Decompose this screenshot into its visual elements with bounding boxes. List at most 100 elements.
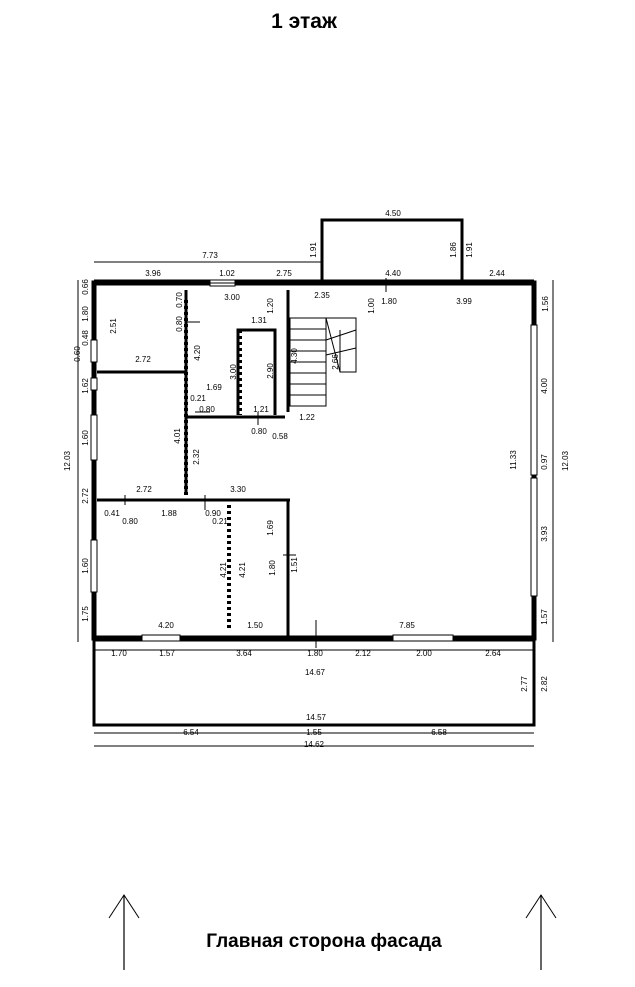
dimension-label: 2.44 — [489, 269, 505, 278]
dimension-label: 4.21 — [219, 562, 228, 578]
dimension-label: 2.35 — [314, 291, 330, 300]
dimension-label: 0.80 — [251, 427, 267, 436]
window — [530, 324, 538, 476]
dimension-label: 6.58 — [431, 728, 447, 737]
dimension-label: 2.00 — [416, 649, 432, 658]
dimension-label: 1.80 — [381, 297, 397, 306]
dimension-label: 1.57 — [540, 609, 549, 625]
dimension-label: 3.00 — [224, 293, 240, 302]
dimension-label: 0.66 — [81, 279, 90, 295]
dimension-label: 0.48 — [81, 330, 90, 346]
dimension-label: 12.03 — [561, 450, 570, 471]
dimension-label: 7.85 — [399, 621, 415, 630]
dimension-label: 2.72 — [135, 355, 151, 364]
dimension-label: 0.80 — [199, 405, 215, 414]
direction-arrows — [108, 894, 557, 970]
dimension-label: 1.00 — [367, 298, 376, 314]
dimension-label: 1.55 — [306, 728, 322, 737]
dimension-label: 0.21 — [190, 394, 206, 403]
dimension-label: 1.31 — [251, 316, 267, 325]
dimension-label: 1.51 — [290, 557, 299, 573]
dimension-label: 2.51 — [109, 318, 118, 334]
dimension-label: 0.80 — [122, 517, 138, 526]
dimension-label: 1.70 — [111, 649, 127, 658]
window — [392, 634, 454, 642]
window — [90, 377, 98, 391]
dimension-label: 14.67 — [305, 668, 326, 677]
dimension-label: 1.57 — [159, 649, 175, 658]
dimension-label: 14.62 — [304, 740, 325, 749]
dimension-label: 1.60 — [81, 558, 90, 574]
dimension-label: 2.82 — [540, 676, 549, 692]
dimension-label: 7.73 — [202, 251, 218, 260]
dimension-label: 0.70 — [175, 292, 184, 308]
dimension-label: 4.50 — [385, 209, 401, 218]
outer-walls — [91, 280, 537, 641]
dimension-label: 2.72 — [81, 488, 90, 504]
dimension-label: 0.58 — [272, 432, 288, 441]
dimension-label: 3.93 — [540, 526, 549, 542]
dimension-label: 1.56 — [541, 296, 550, 312]
dimension-label: 2.72 — [136, 485, 152, 494]
dimension-label: 4.00 — [540, 378, 549, 394]
dimension-label: 4.30 — [290, 348, 299, 364]
dimension-label: 2.12 — [355, 649, 371, 658]
dimension-label: 0.97 — [540, 454, 549, 470]
dimension-label: 2.77 — [520, 676, 529, 692]
dimension-label: 0.21 — [212, 517, 228, 526]
dimension-label: 2.64 — [485, 649, 501, 658]
dimension-label: 3.99 — [456, 297, 472, 306]
dimension-label: 1.60 — [81, 430, 90, 446]
dimension-labels: 7.73 4.50 1.91 1.86 1.91 3.96 1.02 2.75 … — [63, 209, 570, 749]
staircase — [289, 317, 357, 407]
dimension-label: 1.20 — [266, 298, 275, 314]
windows — [90, 279, 538, 642]
dimension-label: 0.90 — [205, 509, 221, 518]
dimension-label: 1.80 — [307, 649, 323, 658]
window — [141, 634, 181, 642]
footer-caption: Главная сторона фасада — [206, 931, 442, 952]
dimension-label: 2.90 — [266, 363, 275, 379]
dimension-label: 1.86 — [449, 242, 458, 258]
dimension-label: 3.00 — [229, 364, 238, 380]
dimension-label: 4.20 — [193, 345, 202, 361]
dimension-label: 1.02 — [219, 269, 235, 278]
dimension-label: 6.54 — [183, 728, 199, 737]
porch-top — [320, 218, 464, 283]
dimension-label: 0.60 — [73, 346, 82, 362]
dimension-label: 1.50 — [247, 621, 263, 630]
dimension-label: 4.40 — [385, 269, 401, 278]
dimension-label: 1.80 — [81, 306, 90, 322]
dimension-label: 1.80 — [268, 560, 277, 576]
dimension-label: 11.33 — [509, 450, 518, 470]
window — [90, 414, 98, 461]
dimension-label: 1.91 — [465, 242, 474, 258]
dimension-label: 3.30 — [230, 485, 246, 494]
dimension-label: 12.03 — [63, 450, 72, 471]
window — [90, 539, 98, 593]
dimension-label: 3.96 — [145, 269, 161, 278]
dimension-label: 1.91 — [309, 242, 318, 258]
dimension-label: 1.62 — [81, 378, 90, 394]
dimension-label: 1.22 — [299, 413, 315, 422]
dashed-partitions — [184, 300, 242, 630]
dimension-label: 2.66 — [331, 354, 340, 370]
dimension-label: 1.69 — [206, 383, 222, 392]
window — [90, 339, 98, 363]
dimension-label: 4.21 — [238, 562, 247, 578]
dimension-label: 4.01 — [173, 428, 182, 444]
dimension-label: 1.21 — [253, 405, 269, 414]
dimension-label: 0.41 — [104, 509, 120, 518]
dimension-label: 0.80 — [175, 316, 184, 332]
dimension-label: 4.20 — [158, 621, 174, 630]
dimension-label: 2.32 — [192, 449, 201, 465]
page-title: 1 этаж — [271, 10, 338, 33]
door-marks — [124, 278, 387, 648]
dimension-label: 1.75 — [81, 606, 90, 622]
window — [530, 477, 538, 597]
dimension-label: 1.88 — [161, 509, 177, 518]
dimension-label: 14.57 — [306, 713, 327, 722]
dimension-label: 1.69 — [266, 520, 275, 536]
dimension-label: 2.75 — [276, 269, 292, 278]
